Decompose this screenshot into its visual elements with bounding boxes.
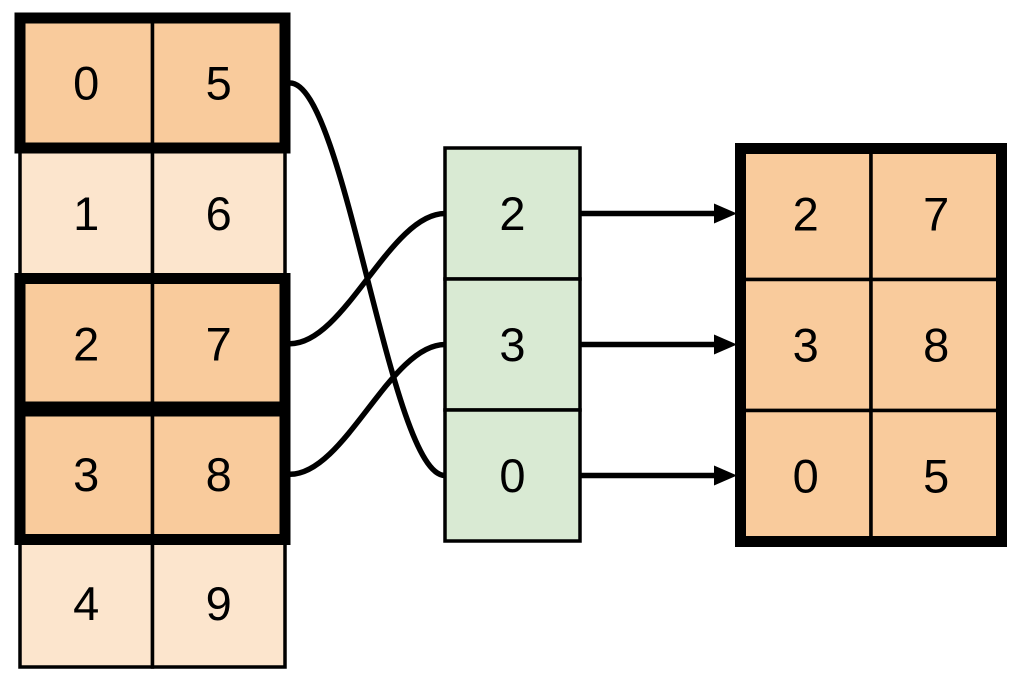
source-value: 3 xyxy=(73,448,99,501)
curve-row3-to-index3 xyxy=(289,341,446,477)
source-cell-r4c0 xyxy=(18,537,155,669)
source-row0-highlight-outline xyxy=(14,12,291,154)
arrowhead-icon xyxy=(714,334,737,355)
source-value: 1 xyxy=(73,187,99,240)
result-value: 7 xyxy=(923,188,949,241)
arrowhead-icon xyxy=(714,203,737,224)
arrowhead-icon xyxy=(714,465,737,486)
index-value: 2 xyxy=(499,187,525,240)
result-arrows xyxy=(580,203,737,486)
source-value: 5 xyxy=(206,57,232,110)
result-value: 5 xyxy=(923,450,949,503)
index-value: 0 xyxy=(499,449,525,502)
source-cell-r2c1 xyxy=(150,276,287,411)
source-table: 0 5 1 6 2 7 3 8 4 9 xyxy=(14,12,291,669)
source-value: 6 xyxy=(206,187,232,240)
result-value: 3 xyxy=(793,319,819,372)
arrow-index2-to-result2 xyxy=(580,465,737,486)
source-cell-r0c1 xyxy=(150,16,287,150)
source-value: 8 xyxy=(206,448,232,501)
source-value: 9 xyxy=(206,577,232,630)
arrow-index0-to-result0 xyxy=(580,203,737,224)
source-value: 4 xyxy=(73,577,99,630)
result-cell-r1c1 xyxy=(869,277,1004,413)
result-value: 2 xyxy=(793,188,819,241)
result-cell-r2c1 xyxy=(869,408,1004,544)
index-column: 2 3 0 xyxy=(443,146,582,543)
result-value: 8 xyxy=(923,319,949,372)
result-cell-r2c0 xyxy=(738,408,873,544)
source-cell-r1c1 xyxy=(150,146,287,281)
index-cell-1 xyxy=(443,277,582,412)
result-cell-r0c1 xyxy=(869,146,1004,282)
source-cell-r3c1 xyxy=(150,407,287,542)
index-cell-2 xyxy=(443,408,582,543)
result-table-outline xyxy=(735,143,1007,547)
curve-row2-to-index2 xyxy=(289,210,446,347)
mapping-curves xyxy=(289,80,446,479)
source-value: 0 xyxy=(73,57,99,110)
source-cell-r4c1 xyxy=(150,537,287,669)
result-value: 0 xyxy=(793,450,819,503)
arrow-index1-to-result1 xyxy=(580,334,737,355)
source-value: 2 xyxy=(73,317,99,370)
index-value: 3 xyxy=(499,318,525,371)
result-table: 2 7 3 8 0 5 xyxy=(735,143,1007,547)
source-row3-highlight-outline xyxy=(14,405,291,545)
source-value: 7 xyxy=(206,317,232,370)
